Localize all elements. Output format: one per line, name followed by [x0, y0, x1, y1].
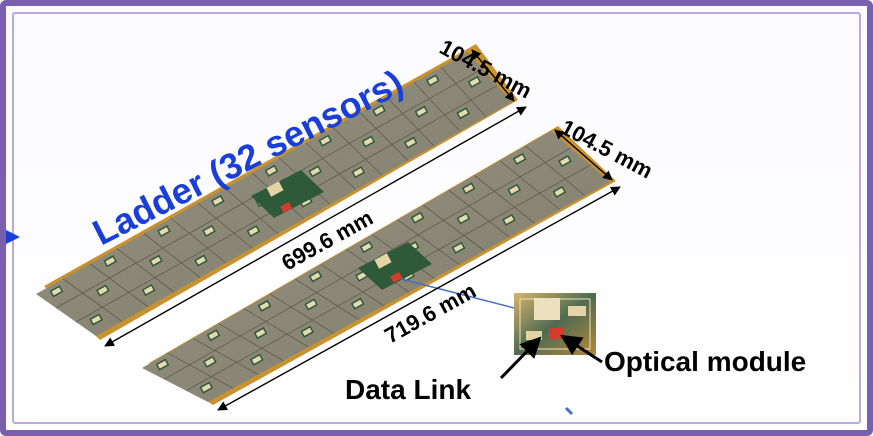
zoom-inset	[514, 293, 596, 355]
figure-inner-border	[12, 12, 861, 424]
zoom-inset-optical-module	[549, 328, 563, 339]
left-pointer-arrow	[6, 230, 20, 244]
ladder-diagram: Ladder (32 sensors) 104.5 mm 104.5 mm 69…	[6, 34, 806, 416]
ladder-top-readout-chip	[49, 285, 64, 298]
width-bottom-arrow	[554, 129, 613, 181]
data-link-arrow	[499, 336, 542, 380]
optical-module-label: Optical module	[604, 346, 806, 377]
ladder-top-readout-chip	[89, 313, 103, 326]
ladder-top-readout-chip	[425, 74, 440, 87]
ladder-bottom-readout-chip	[155, 358, 170, 371]
ladder-bottom-readout-chip	[199, 381, 214, 394]
data-link-label: Data Link	[345, 374, 471, 405]
length-bottom-arrow	[217, 186, 621, 411]
width-top-arrow	[471, 49, 515, 102]
zoom-inset-connector	[534, 298, 560, 320]
ladder-bottom-readout-chip	[202, 355, 217, 368]
optical-module-arrow	[560, 334, 603, 364]
